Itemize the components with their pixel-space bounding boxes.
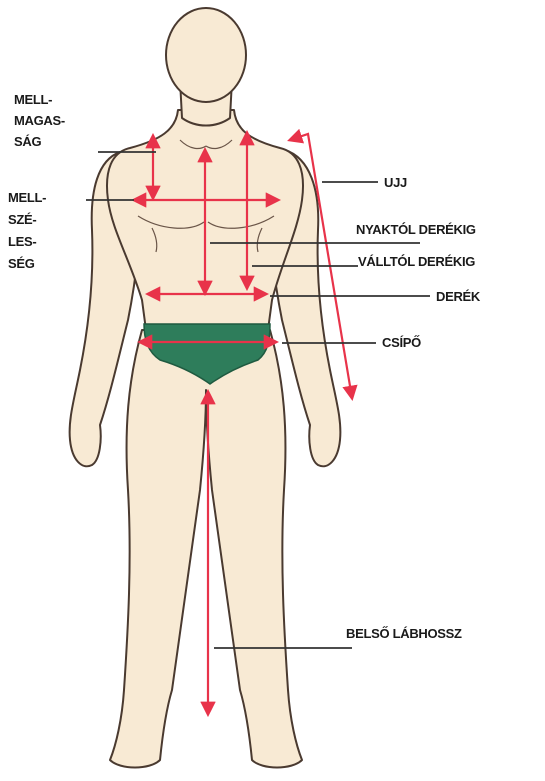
- waist-label: DERÉK: [436, 289, 481, 304]
- head: [166, 8, 246, 102]
- inseam-label: BELSŐ LÁBHOSSZ: [346, 626, 462, 641]
- hip-label: CSÍPŐ: [382, 335, 421, 350]
- chest-width-label: MELL- SZÉ- LES- SÉG: [8, 190, 50, 271]
- chest-height-label: MELL- MAGAS- SÁG: [14, 92, 68, 149]
- neck-to-waist-label: NYAKTÓL DERÉKIG: [356, 222, 476, 237]
- shoulder-to-waist-label: VÁLLTÓL DERÉKIG: [358, 254, 475, 269]
- sleeve-label: UJJ: [384, 175, 407, 190]
- legs: [110, 330, 302, 768]
- human-figure: [70, 8, 341, 768]
